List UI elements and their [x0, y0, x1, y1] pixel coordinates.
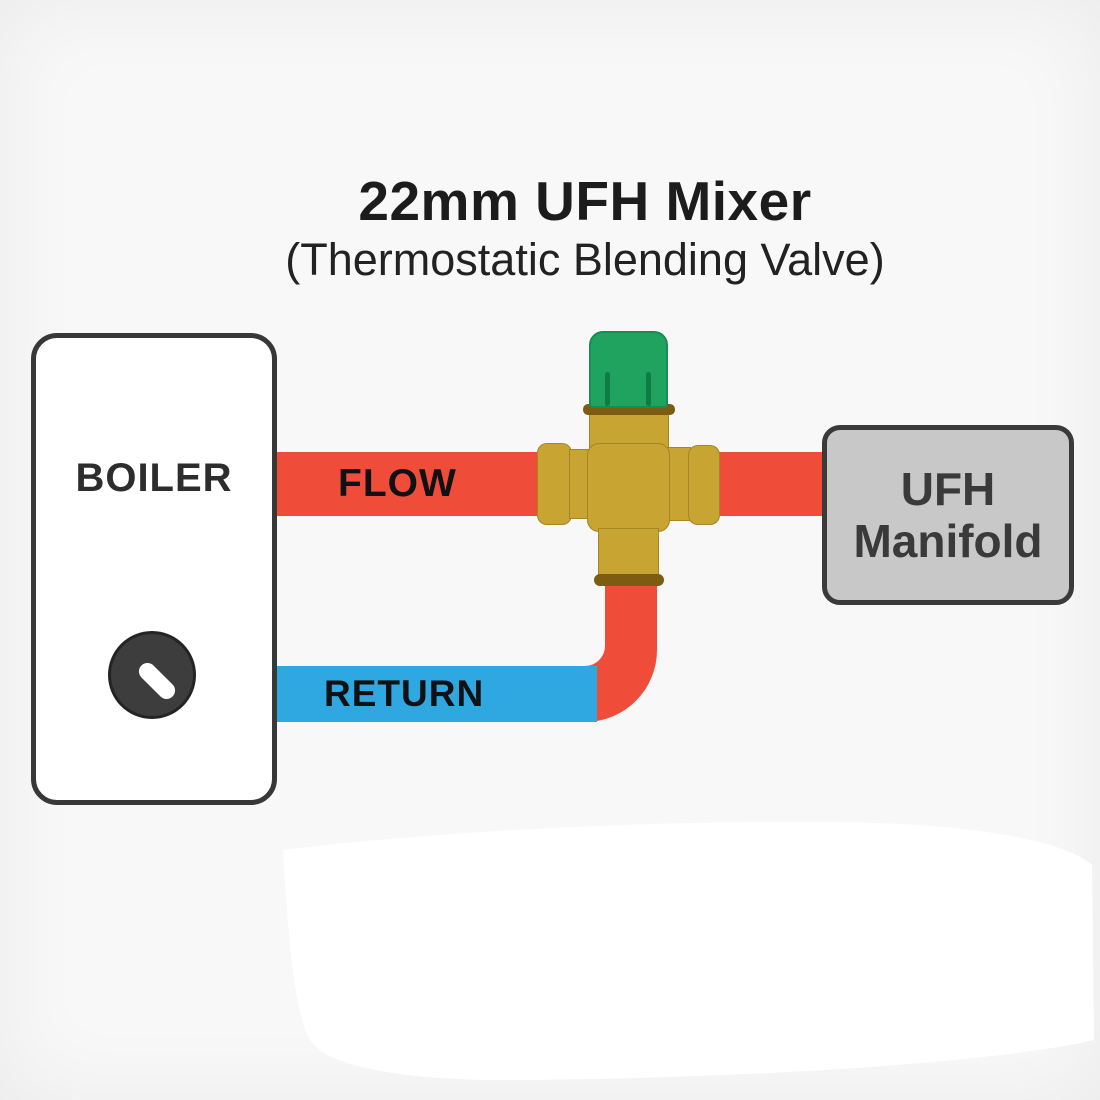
valve-right-nut: [688, 445, 720, 525]
title-text: 22mm UFH Mixer: [358, 170, 812, 232]
return-pipe: RETURN: [276, 666, 597, 722]
valve-upper-neck: [589, 412, 669, 448]
valve-green-cap-icon: [589, 331, 668, 408]
valve-lower-neck: [598, 528, 659, 578]
flow-pipe-label: FLOW: [338, 462, 457, 505]
subtitle-text: (Thermostatic Blending Valve): [285, 234, 885, 285]
valve-body: [587, 443, 670, 532]
valve-lower-collar: [594, 574, 664, 586]
return-pipe-label: RETURN: [324, 673, 485, 714]
boiler-label: BOILER: [75, 456, 233, 500]
valve-upper-collar: [583, 404, 675, 415]
cap-ridge-icon: [605, 372, 610, 406]
diagram-title: 22mm UFH Mixer (Thermostatic Blending Va…: [85, 170, 1085, 288]
valve-left-connector: [569, 449, 591, 519]
cap-ridge-icon: [646, 372, 651, 406]
valve-right-connector: [667, 447, 691, 521]
boiler-box: BOILER: [31, 333, 277, 805]
manifold-label-line1: UFH: [900, 463, 996, 515]
knob-pointer: [135, 659, 179, 703]
valve-left-nut: [537, 443, 572, 525]
boiler-dial-knob-icon: [108, 631, 196, 719]
ufh-manifold-box: UFH Manifold: [822, 425, 1074, 605]
manifold-label-line2: Manifold: [853, 515, 1043, 567]
